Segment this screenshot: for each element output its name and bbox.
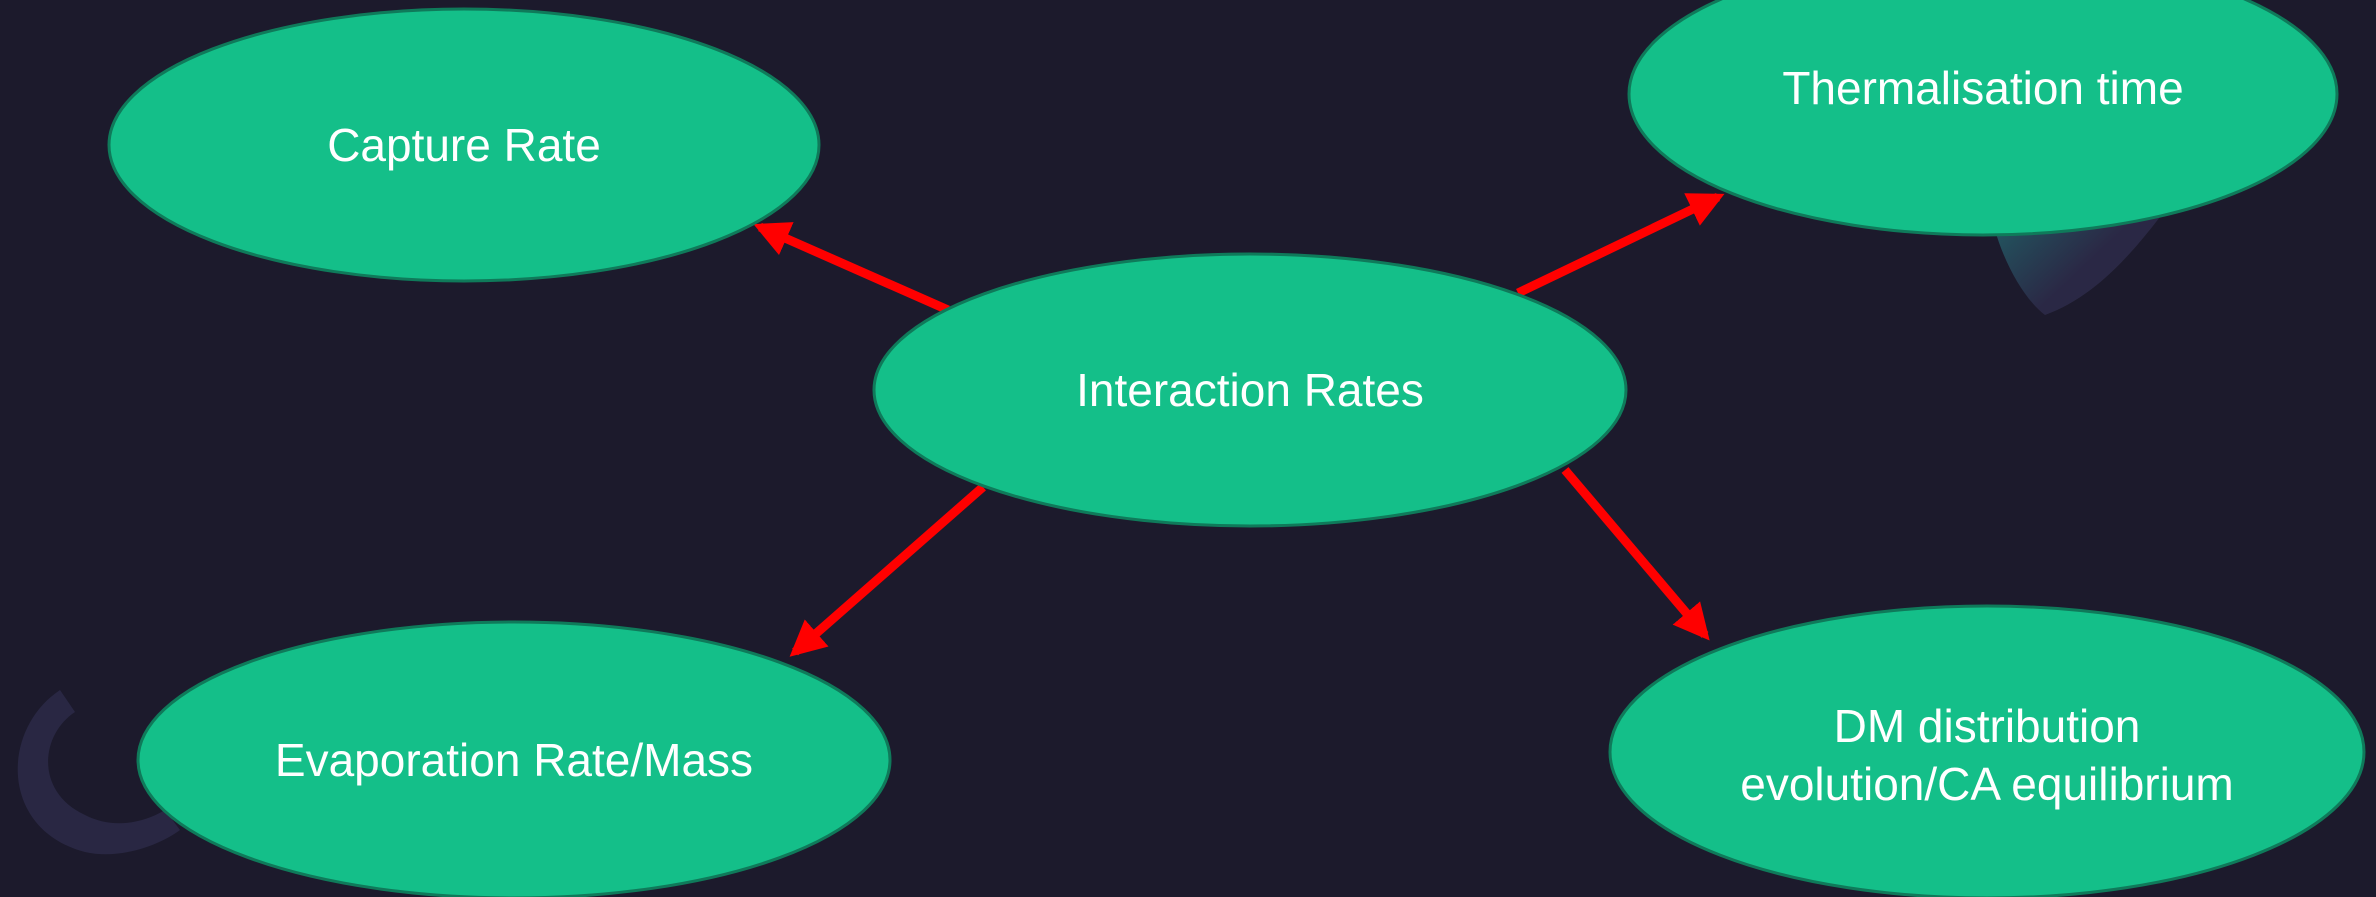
node-thermalisation-time: Thermalisation time — [1627, 0, 2339, 237]
node-evaporation-rate-label: Evaporation Rate/Mass — [275, 734, 753, 786]
node-thermalisation-time-label: Thermalisation time — [1782, 62, 2183, 114]
node-capture-rate-label: Capture Rate — [327, 119, 601, 171]
node-dm-distribution-line2: evolution/CA equilibrium — [1740, 758, 2234, 810]
arrow-to-thermalisation — [1516, 192, 1725, 298]
node-interaction-rates-label: Interaction Rates — [1076, 364, 1424, 416]
arrow-to-distribution — [1561, 467, 1710, 641]
node-dm-distribution-line1: DM distribution — [1834, 700, 2141, 752]
node-capture-rate: Capture Rate — [107, 7, 821, 283]
node-interaction-rates: Interaction Rates — [872, 252, 1628, 528]
arrow-to-capture — [753, 222, 950, 315]
arrow-to-evaporation — [789, 483, 986, 657]
node-evaporation-rate: Evaporation Rate/Mass — [136, 620, 892, 897]
node-dm-distribution: DM distribution evolution/CA equilibrium — [1608, 604, 2366, 897]
decor-ring-shape — [17, 690, 180, 855]
